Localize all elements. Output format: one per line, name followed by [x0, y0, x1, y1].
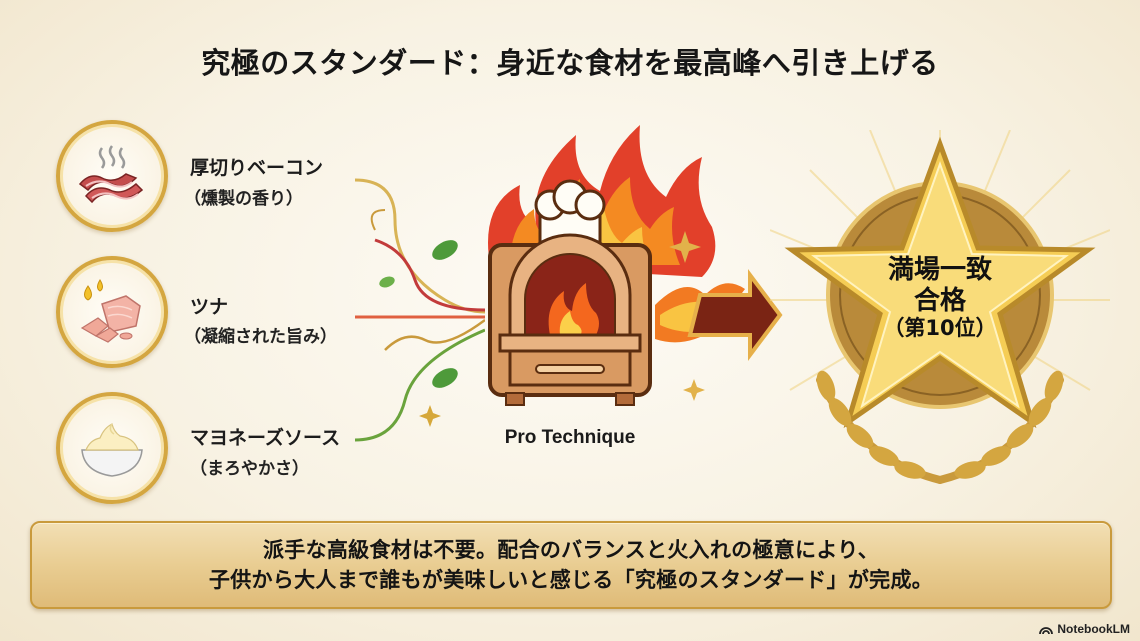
tuna-icon [80, 279, 141, 343]
award-line-unanimous: 満場一致 [887, 255, 992, 285]
page-title: 究極のスタンダード：身近な食材を最高峰へ引き上げる [201, 46, 939, 80]
mayonnaise-icon [81, 423, 143, 477]
notebooklm-logo-icon [1039, 627, 1054, 634]
summary-box: 派手な高級食材は不要。配合のバランスと火入れの極意により、 子供から大人まで誰も… [30, 521, 1112, 609]
gold-star-award-icon [770, 130, 1110, 484]
process-label: Pro Technique [504, 427, 636, 448]
ingredient-desc-bacon: （燻製の香り） [184, 189, 303, 209]
bacon-icon [78, 145, 144, 204]
ingredient-desc-mayonnaise: （まろやかさ） [190, 459, 309, 479]
tuna-circle [56, 256, 168, 368]
ingredient-name-mayonnaise: マヨネーズソース [190, 427, 341, 449]
ingredient-name-tuna: ツナ [190, 296, 229, 318]
ingredient-name-bacon: 厚切りベーコン [190, 157, 324, 179]
footer-brand: NotebookLM [1057, 622, 1130, 636]
summary-line-2: 子供から大人まで誰もが美味しいと感じる「究極のスタンダード」が完成。 [208, 568, 934, 592]
notebooklm-watermark: NotebookLM [1039, 622, 1130, 636]
bacon-circle [56, 120, 168, 232]
ingredient-desc-tuna: （凝縮された旨み） [184, 327, 337, 347]
summary-line-1: 派手な高級食材は不要。配合のバランスと火入れの極意により、 [262, 537, 880, 562]
oven-icon [488, 125, 783, 406]
award-line-pass: 合格 [913, 285, 966, 316]
flow-arrows-decoration [355, 178, 485, 442]
mayonnaise-circle [56, 392, 168, 504]
award-line-rank: （第10位） [883, 316, 997, 341]
award-text: 満場一致 合格 （第10位） [860, 255, 1020, 341]
